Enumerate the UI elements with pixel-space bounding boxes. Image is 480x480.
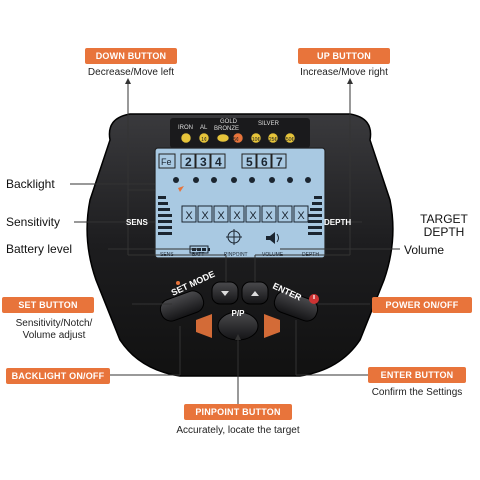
svg-text:10¢: 10¢ bbox=[252, 137, 261, 143]
svg-text:X: X bbox=[281, 210, 289, 222]
pinpoint-button-tag: PINPOINT BUTTON bbox=[184, 404, 292, 420]
svg-text:DEPTH: DEPTH bbox=[302, 252, 319, 258]
svg-text:BATT: BATT bbox=[192, 252, 204, 258]
svg-text:X: X bbox=[297, 210, 305, 222]
button-cluster bbox=[159, 281, 319, 341]
label-al: AL bbox=[200, 125, 208, 131]
svg-text:7: 7 bbox=[276, 155, 283, 169]
up-button-tag: UP BUTTON bbox=[298, 48, 390, 64]
notch-x-cells bbox=[181, 205, 309, 223]
target-depth-label: TARGET DEPTH bbox=[420, 212, 468, 239]
sensitivity-label: Sensitivity bbox=[6, 215, 61, 229]
set-button-tag: SET BUTTON bbox=[2, 297, 94, 313]
svg-text:X: X bbox=[249, 210, 257, 222]
svg-text:5: 5 bbox=[246, 155, 253, 169]
leader-lines bbox=[70, 84, 400, 405]
pp-orange-chevrons bbox=[196, 314, 280, 338]
label-silver: SILVER bbox=[258, 121, 280, 127]
svg-text:X: X bbox=[185, 210, 193, 222]
lcd-target-icon-row bbox=[173, 177, 311, 183]
backlight-pointer-icon bbox=[178, 186, 184, 192]
label-iron: IRON bbox=[178, 125, 193, 131]
coin-symbol-row bbox=[180, 132, 296, 144]
down-button-desc: Decrease/Move left bbox=[87, 67, 175, 78]
svg-text:4: 4 bbox=[215, 155, 222, 169]
down-arrow-icon bbox=[221, 291, 229, 296]
lcd-fe-box bbox=[158, 153, 176, 169]
enter-button-desc: Confirm the Settings bbox=[371, 387, 463, 398]
lcd-screen bbox=[154, 147, 326, 259]
backlight-label: Backlight bbox=[6, 177, 55, 191]
set-mode-button-shape bbox=[159, 290, 205, 322]
svg-text:PINPOINT: PINPOINT bbox=[224, 252, 248, 258]
label-gold: GOLD bbox=[220, 119, 238, 125]
lcd-depth-label: DEPTH bbox=[324, 218, 351, 227]
svg-text:1¢: 1¢ bbox=[201, 137, 207, 143]
up-button-desc: Increase/Move right bbox=[300, 67, 388, 78]
volume-label: Volume bbox=[404, 243, 445, 257]
up-arrow-icon bbox=[251, 291, 259, 296]
enter-button-shape bbox=[273, 290, 319, 322]
svg-text:VOLUME: VOLUME bbox=[262, 252, 284, 258]
pinpoint-button-desc: Accurately, locate the target bbox=[176, 425, 300, 436]
leader-arrowheads bbox=[125, 78, 353, 340]
depth-level-bars bbox=[308, 196, 322, 235]
down-button-tag: DOWN BUTTON bbox=[85, 48, 177, 64]
backlight-onoff-tag: BACKLIGHT ON/OFF bbox=[6, 368, 110, 384]
svg-text:2: 2 bbox=[185, 155, 192, 169]
enter-button-tag: ENTER BUTTON bbox=[368, 367, 466, 383]
svg-text:5¢: 5¢ bbox=[233, 137, 239, 143]
lcd-digit-boxes bbox=[180, 153, 287, 169]
svg-text:3: 3 bbox=[200, 155, 207, 169]
battery-level-label: Battery level bbox=[6, 242, 73, 256]
label-bronze: BRONZE bbox=[214, 126, 239, 132]
svg-text:6: 6 bbox=[261, 155, 268, 169]
svg-text:X: X bbox=[265, 210, 273, 222]
svg-text:X: X bbox=[233, 210, 241, 222]
svg-text:50¢: 50¢ bbox=[286, 137, 295, 143]
set-button-desc: Sensitivity/Notch/ Volume adjust bbox=[15, 318, 93, 341]
power-tag: POWER ON/OFF bbox=[372, 297, 472, 313]
backlight-indicator-icon bbox=[176, 281, 180, 285]
speaker-volume-icon bbox=[266, 232, 279, 244]
svg-text:X: X bbox=[217, 210, 225, 222]
svg-text:25¢: 25¢ bbox=[269, 137, 278, 143]
lcd-sens-label: SENS bbox=[126, 218, 148, 227]
pp-text: P/P bbox=[232, 309, 246, 318]
sens-level-bars bbox=[158, 196, 172, 235]
svg-text:X: X bbox=[201, 210, 209, 222]
svg-text:SENS: SENS bbox=[160, 252, 174, 258]
pinpoint-crosshair-icon bbox=[226, 229, 242, 245]
lcd-fe: Fe bbox=[161, 157, 172, 167]
